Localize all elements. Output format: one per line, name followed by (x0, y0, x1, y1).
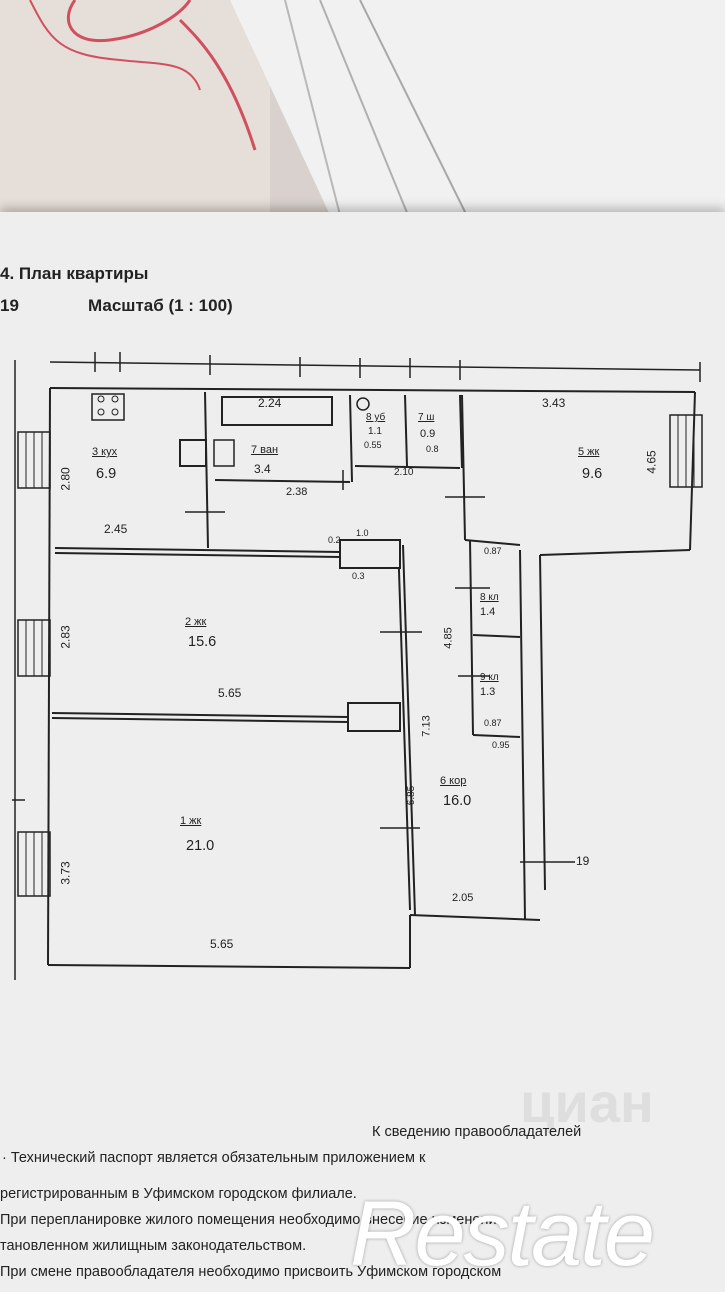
room-name: 1 жк (180, 815, 202, 827)
dimension-label: 2.80 (58, 467, 73, 491)
plan-scale: Масштаб (1 : 100) (88, 296, 233, 315)
dimension-label: 5.65 (210, 937, 234, 951)
room-name: 7 ш (418, 412, 435, 423)
room-name: 7 ван (251, 444, 279, 456)
notice-line: · Технический паспорт является обязатель… (2, 1150, 426, 1166)
dimension-label: 5.65 (218, 686, 242, 700)
room-area: 9.6 (582, 466, 603, 482)
dimension-label: 0.55 (364, 440, 382, 450)
dimension-label: 4.85 (442, 627, 455, 649)
notice-title: К сведению правообладателей (372, 1124, 582, 1140)
room-name: 8 кл (480, 592, 499, 603)
plan-title: 4. План квартиры (0, 264, 149, 283)
room-area: 15.6 (188, 634, 217, 650)
room-name: 2 жк (185, 616, 207, 628)
room-name: 5 жк (578, 446, 600, 458)
notice-line: При перепланировке жилого помещения необ… (0, 1212, 497, 1228)
room-area: 1.4 (480, 606, 496, 618)
dimension-label: 2.45 (104, 522, 128, 536)
dimension-label: 0.8 (426, 444, 439, 454)
floor-plan (12, 352, 703, 980)
dimension-label: 3.73 (58, 861, 73, 885)
background-papers (0, 0, 725, 230)
room-name: 3 кух (92, 446, 118, 458)
room-area: 1.1 (368, 426, 382, 437)
dimension-label: 0.95 (492, 740, 510, 750)
dimension-label: 0.87 (484, 546, 502, 556)
dimension-label: 2.10 (394, 467, 414, 478)
room-area: 6.9 (96, 466, 117, 482)
room-name: 8 уб (366, 412, 386, 423)
notice-line: При смене правообладателя необходимо при… (0, 1264, 502, 1280)
dimension-label: 0.2 (328, 535, 341, 545)
room-area: 21.0 (186, 838, 215, 854)
dimension-label: 1.0 (356, 528, 369, 538)
dimension-label: 2.05 (452, 892, 474, 904)
room-area: 0.9 (420, 428, 436, 440)
dimension-label: 2.83 (58, 625, 73, 649)
dimension-label: 0.87 (484, 718, 502, 728)
room-name: 6 кор (440, 775, 467, 787)
plan-code: 19 (0, 296, 19, 315)
room-area: 1.3 (480, 686, 496, 698)
room-area: 3.4 (254, 462, 271, 476)
watermark-text: циан (520, 1071, 654, 1134)
dimension-label: 7.13 (420, 715, 433, 737)
notice-line: регистрированным в Уфимском городском фи… (0, 1186, 357, 1202)
notice-line: тановленном жилищным законодательством. (0, 1238, 307, 1254)
dimension-label: 2.24 (258, 396, 282, 410)
room-name: 9 кл (480, 672, 499, 683)
dimension-label: 0.3 (352, 571, 365, 581)
dimension-label: 19 (576, 854, 590, 868)
room-area: 16.0 (443, 793, 472, 809)
dimension-label: 6.85 (406, 785, 418, 806)
restate-logo: Restate (350, 1183, 655, 1285)
dimension-label: 2.38 (286, 486, 308, 498)
dimension-label: 3.43 (542, 396, 566, 410)
dimension-label: 4.65 (644, 450, 659, 474)
